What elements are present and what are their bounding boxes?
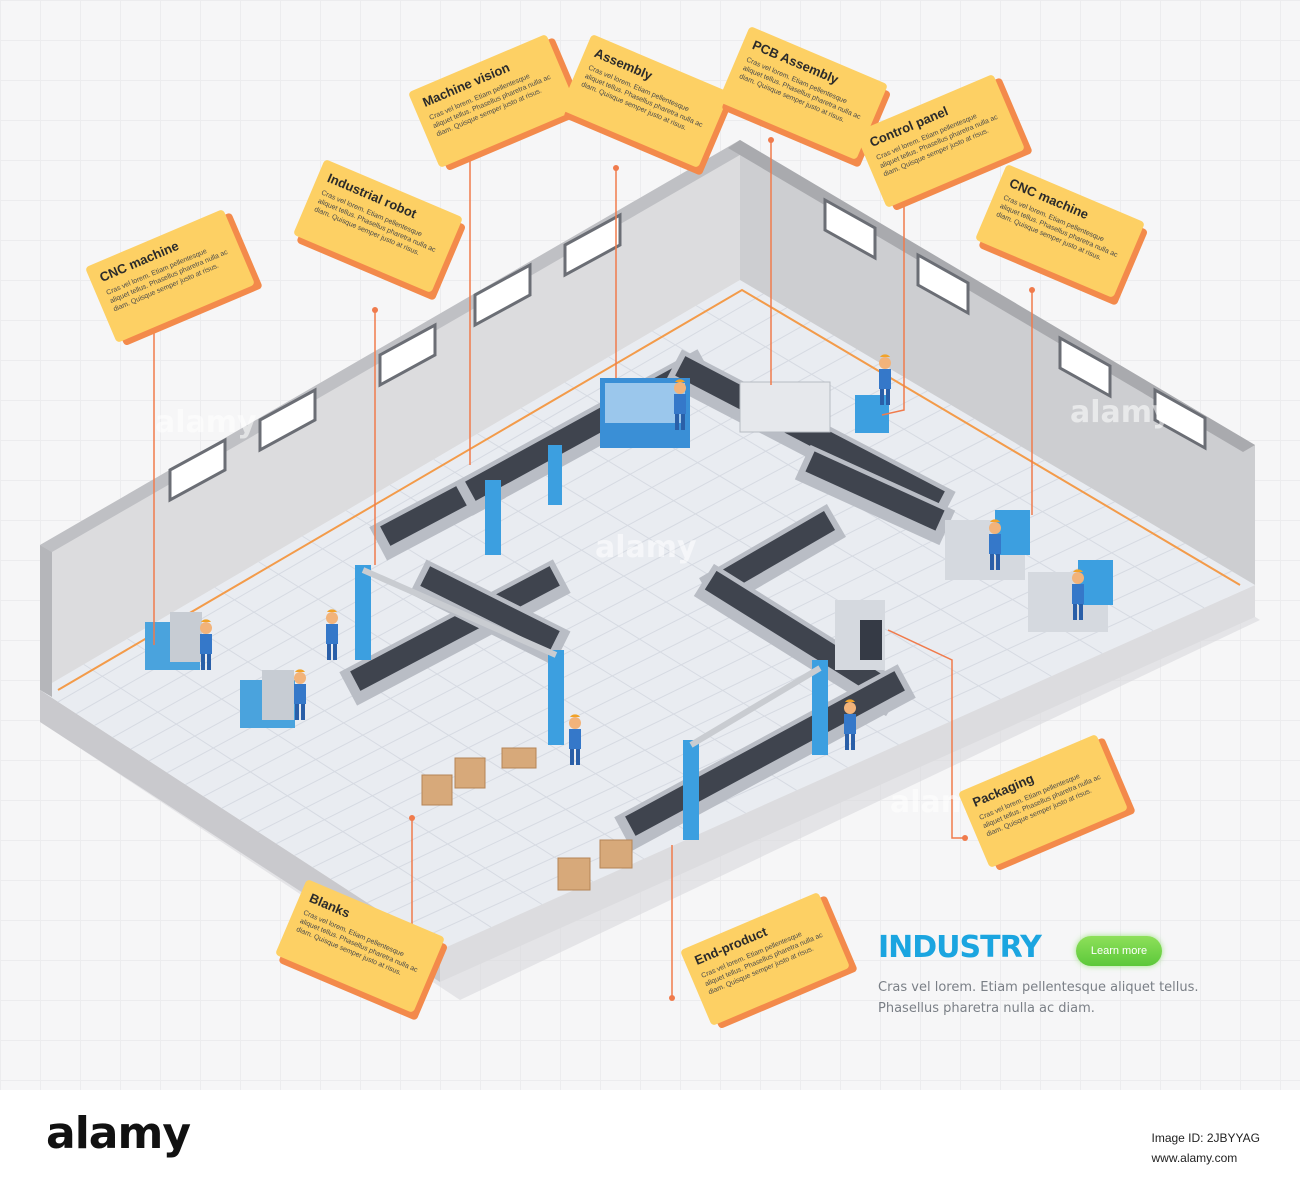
factory-scene	[40, 137, 1260, 1001]
worker-leg	[295, 704, 299, 720]
worker-head	[844, 702, 856, 714]
cardboard-boxes	[421, 747, 633, 891]
floor-slab-right	[440, 585, 1255, 982]
watermark: alamy	[595, 530, 697, 565]
worker-body	[294, 684, 306, 704]
worker-leg	[333, 644, 337, 660]
worker-body	[569, 729, 581, 749]
worker-body	[989, 534, 1001, 554]
worker-leg	[1073, 604, 1077, 620]
window	[1058, 335, 1112, 399]
window	[823, 197, 877, 261]
worker-helmet	[1073, 569, 1083, 572]
workers	[200, 354, 1084, 765]
robot-arms	[355, 445, 828, 840]
worker-head	[674, 382, 686, 394]
image-meta: Image ID: 2JBYYAG www.alamy.com	[1152, 1128, 1261, 1168]
worker-helmet	[990, 519, 1000, 522]
worker-helmet	[880, 354, 890, 357]
factory-floor	[40, 280, 1255, 950]
pcb-oven	[739, 381, 831, 433]
worker-leg	[576, 749, 580, 765]
conveyor-belt	[805, 451, 945, 531]
worker-helmet	[295, 669, 305, 672]
worker-body	[844, 714, 856, 734]
stock-footer: alamy Image ID: 2JBYYAG www.alamy.com	[0, 1090, 1300, 1201]
image-id: Image ID: 2JBYYAG	[1151, 1131, 1261, 1145]
worker-leg	[207, 654, 211, 670]
worker-head	[879, 357, 891, 369]
worker-leg	[301, 704, 305, 720]
worker-head	[294, 672, 306, 684]
worker-body	[200, 634, 212, 654]
windows-right	[823, 197, 1207, 451]
worker-leg	[845, 734, 849, 750]
infographic-canvas: alamy alamy alamy alamy CNC machine Cras…	[0, 0, 1300, 1090]
watermark: alamy	[1070, 395, 1172, 430]
conveyor-belt	[350, 566, 560, 691]
worker-leg	[1079, 604, 1083, 620]
worker-helmet	[327, 609, 337, 612]
worker-leg	[880, 389, 884, 405]
robot-gantry	[361, 567, 822, 748]
info-panel: INDUSTRY Learn more Cras vel lorem. Etia…	[878, 930, 1278, 1019]
worker-leg	[327, 644, 331, 660]
worker-head	[989, 522, 1001, 534]
worker-head	[200, 622, 212, 634]
worker-head	[569, 717, 581, 729]
learn-more-button[interactable]: Learn more	[1076, 936, 1162, 966]
worker-leg	[570, 749, 574, 765]
floor-boundary-line	[57, 288, 1241, 691]
conveyor-belt	[420, 566, 560, 651]
window	[563, 212, 622, 278]
info-description-line: Cras vel lorem. Etiam pellentesque aliqu…	[878, 980, 1199, 995]
front-wall-left	[40, 545, 52, 697]
window	[916, 252, 970, 316]
worker-leg	[886, 389, 890, 405]
worker-head	[1072, 572, 1084, 584]
worker-head	[326, 612, 338, 624]
window	[473, 262, 532, 328]
info-title: INDUSTRY	[878, 930, 1042, 965]
conveyor-belt	[675, 356, 945, 511]
brand-logo: alamy	[46, 1108, 191, 1159]
worker-helmet	[845, 699, 855, 702]
worker-helmet	[675, 379, 685, 382]
worker-body	[1072, 584, 1084, 604]
info-description: Cras vel lorem. Etiam pellentesque aliqu…	[878, 977, 1278, 1019]
site-url: www.alamy.com	[1151, 1151, 1238, 1165]
worker-helmet	[201, 619, 211, 622]
worker-leg	[675, 414, 679, 430]
window	[168, 437, 227, 503]
worker-helmet	[570, 714, 580, 717]
worker-leg	[201, 654, 205, 670]
worker-leg	[851, 734, 855, 750]
window	[258, 387, 317, 453]
worker-body	[326, 624, 338, 644]
packaging-machine	[835, 600, 885, 670]
worker-leg	[681, 414, 685, 430]
info-description-line: Phasellus pharetra nulla ac diam.	[878, 1001, 1095, 1016]
watermark: alamy	[155, 405, 257, 440]
conveyor-belt	[709, 510, 836, 597]
windows-left	[168, 212, 622, 503]
worker-leg	[990, 554, 994, 570]
worker-leg	[996, 554, 1000, 570]
window	[1153, 387, 1207, 451]
back-wall-left	[40, 140, 740, 690]
worker-body	[879, 369, 891, 389]
window	[378, 322, 437, 388]
worker-body	[674, 394, 686, 414]
